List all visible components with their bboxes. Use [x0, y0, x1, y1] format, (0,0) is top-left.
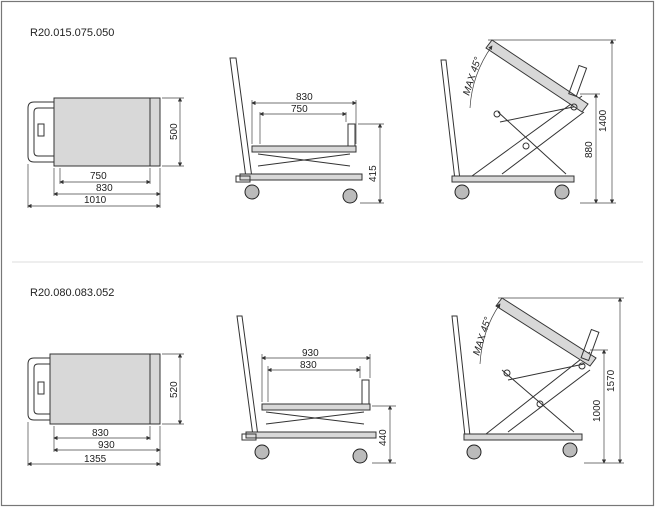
model-2-side-wheel-rear — [254, 444, 270, 460]
model-2-side-platform-inner: 830 — [300, 360, 317, 371]
model-2-top-end-stop — [149, 353, 161, 425]
model-2-tilt-max-height: 1570 — [606, 369, 617, 392]
model-1-side-wheel-rear — [244, 184, 260, 200]
model-1-tilt-max-height: 1400 — [598, 109, 609, 132]
model-2-tilt-wheel-front — [562, 442, 578, 458]
model-2-tilt-view: MAX 45° 1570 1000 — [451, 297, 624, 464]
model-2-top-handle — [27, 357, 50, 421]
model-2-top-overall-length: 1355 — [84, 454, 107, 465]
model-1-side-min-height: 415 — [368, 165, 379, 182]
model-1-tilt-tilt-height: 880 — [584, 141, 595, 158]
model-2-side-view: 930 830 440 — [236, 315, 396, 464]
model-2-side-platform-outer: 930 — [302, 348, 319, 359]
model-2-tilt-handle — [451, 315, 471, 437]
model-2-top-mid-length: 930 — [98, 440, 115, 451]
model-1-top-handle — [27, 101, 54, 163]
model-1-side-platform-outer: 830 — [296, 92, 313, 103]
model-1-side-platform — [251, 145, 357, 153]
model-1-side-platform-inner: 750 — [291, 104, 308, 115]
model-1-tilt-angle-label: MAX 45° — [461, 56, 484, 97]
model-1-side-wheel-front — [342, 188, 358, 204]
model-1-top-width: 500 — [169, 123, 180, 140]
model-2-top-inner-length: 830 — [92, 428, 109, 439]
model-1-tilt-base — [451, 175, 575, 183]
model-1-top-inner-length: 750 — [90, 171, 107, 182]
model-1-tilt-platform — [485, 39, 589, 113]
model-1-top-view: 750 830 1010 500 — [27, 97, 184, 209]
model-2-top-platform — [49, 353, 161, 425]
model-2-side-wheel-front — [352, 448, 368, 464]
model-1-tilt-handle — [440, 59, 461, 181]
model-2-side-handle — [236, 315, 259, 437]
model-1: R20.015.075.050 750 830 1010 500 — [27, 27, 616, 209]
model-1-tilt-view: MAX 45° 1400 880 — [440, 39, 616, 204]
model-1-side-base — [239, 173, 363, 181]
model-2-side-base — [245, 431, 377, 439]
model-1-tilt-wheel-rear — [454, 184, 470, 200]
model-2-top-width: 520 — [169, 381, 180, 398]
model-2-top-view: 830 930 1355 520 — [27, 353, 184, 467]
model-1-side-view: 830 750 415 — [229, 57, 384, 204]
model-2-tilt-angle-label: MAX 45° — [471, 316, 494, 357]
model-2-tilt-wheel-rear — [466, 444, 482, 460]
model-1-side-handle — [229, 57, 253, 179]
model-2-code: R20.080.083.052 — [30, 287, 114, 299]
model-1-top-platform — [53, 97, 161, 167]
model-1-top-overall-length: 1010 — [84, 195, 107, 206]
model-2-tilt-platform — [495, 297, 597, 367]
model-2-tilt-base — [463, 433, 583, 441]
model-1-code: R20.015.075.050 — [30, 27, 114, 39]
model-2-side-min-height: 440 — [378, 429, 389, 446]
model-1-tilt-wheel-front — [554, 184, 570, 200]
model-1-top-end-stop — [149, 97, 161, 167]
model-2-tilt-tilt-height: 1000 — [592, 399, 603, 422]
model-1-top-mid-length: 830 — [96, 183, 113, 194]
model-2-side-platform — [261, 403, 371, 411]
model-2: R20.080.083.052 830 930 1355 520 — [27, 287, 624, 467]
